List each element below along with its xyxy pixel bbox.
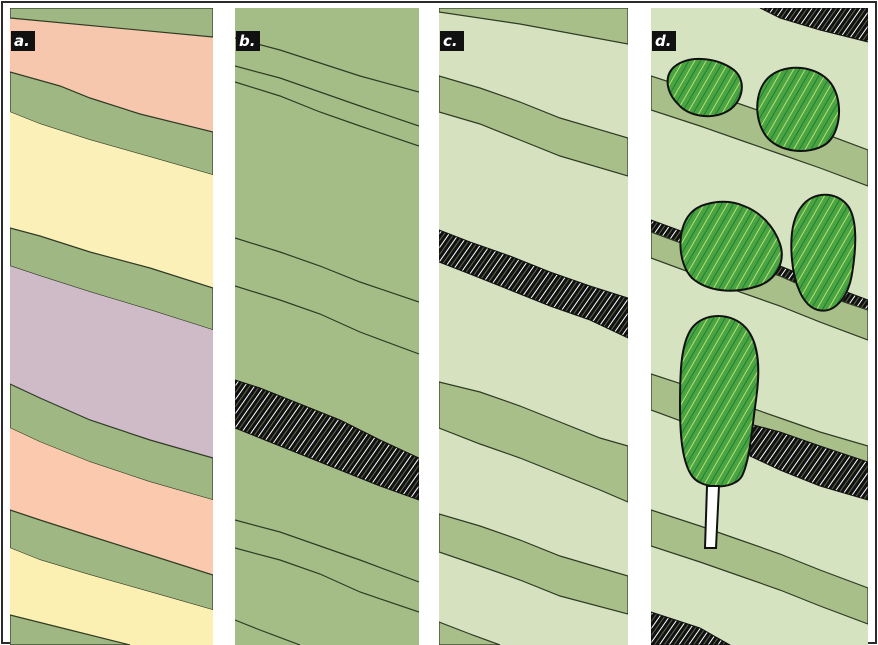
panel-c — [439, 8, 628, 645]
panel-d-label: d. — [655, 32, 671, 50]
panel-b — [235, 8, 419, 645]
separator-bc — [419, 8, 439, 645]
panel-b-background — [235, 8, 419, 645]
panel-c-label: c. — [443, 32, 458, 50]
panel-d-trunk — [705, 486, 719, 548]
panel-d-canopy-2 — [757, 68, 839, 151]
panel-b-label: b. — [239, 32, 255, 50]
panel-d-canopy-4 — [791, 195, 855, 311]
panel-d-canopy-5 — [680, 316, 758, 487]
panel-a — [10, 8, 213, 645]
panel-d — [651, 8, 868, 645]
separator-ab — [213, 8, 235, 645]
separator-cd — [628, 8, 651, 645]
panel-a-label: a. — [14, 32, 30, 50]
